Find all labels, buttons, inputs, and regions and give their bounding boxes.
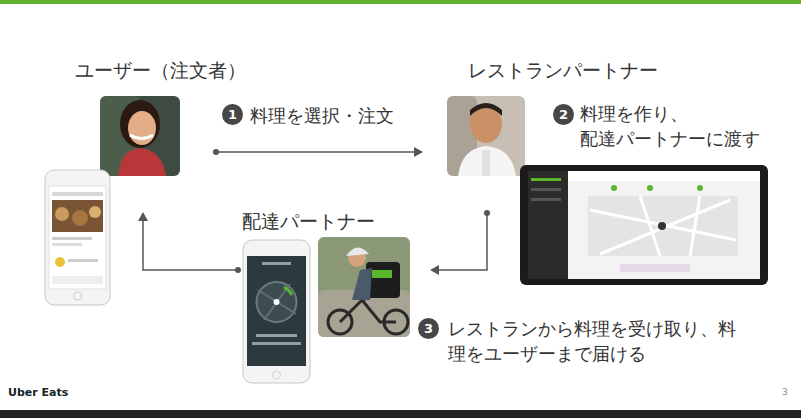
arrowhead <box>414 147 423 157</box>
chef-photo <box>447 96 525 176</box>
callout-number: 2 <box>553 104 574 125</box>
flow-arrow <box>213 147 423 157</box>
actor-node: レストランパートナー <box>447 96 525 176</box>
logo-text: Uber Eats <box>8 386 68 400</box>
actor-heading: ユーザー（注文者） <box>75 58 246 82</box>
top-bar <box>0 0 801 4</box>
callout-number: 1 <box>222 104 243 125</box>
connector-dot <box>235 267 241 273</box>
edge-label: 料理を選択・注文 <box>248 104 396 128</box>
connector-line <box>143 220 238 270</box>
step-description: 料理を作り、 配達パートナーに渡す <box>580 101 785 151</box>
arrowhead <box>430 265 439 275</box>
step-description: レストランから料理を受け取り、料 理をユーザーまで届ける <box>448 316 760 366</box>
connector-dot <box>213 149 219 155</box>
courier-photo <box>318 237 410 337</box>
user-phone <box>45 170 110 305</box>
actor-heading: 配達パートナー <box>242 209 375 233</box>
connector-line <box>216 151 415 153</box>
delivery-phone <box>243 240 310 383</box>
flow-arrow <box>138 212 241 273</box>
arrowhead <box>138 212 148 221</box>
page-number: 3 <box>782 386 788 398</box>
flow-arrow <box>430 210 490 275</box>
restaurant-tablet <box>520 165 768 285</box>
user-photo <box>100 96 180 176</box>
bottom-bar <box>0 410 801 418</box>
connector-dot <box>484 210 490 216</box>
actor-heading: レストランパートナー <box>468 58 658 82</box>
actor-node: ユーザー（注文者） <box>100 96 180 176</box>
actor-node: 配達パートナー <box>240 238 412 384</box>
callout-number: 3 <box>418 318 439 339</box>
connector-line <box>438 213 487 270</box>
